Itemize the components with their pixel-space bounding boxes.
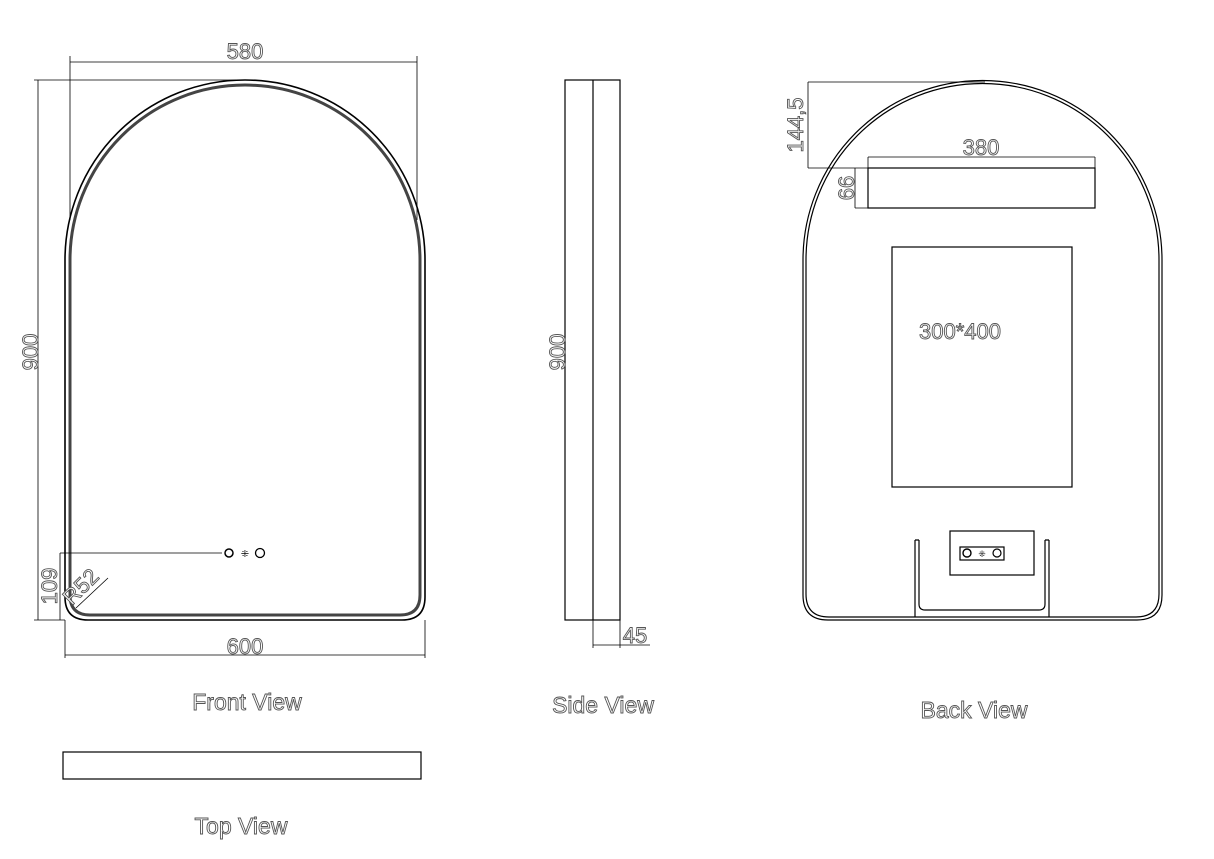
side-view-label: Side View [552,692,654,718]
dim-144-5-label: 144,5 [783,97,808,152]
dim-900-side-label: 900 [545,334,570,371]
back-light-icon [992,548,1002,558]
dim-45 [592,620,650,648]
top-profile [62,751,422,780]
front-frame-outer [64,79,426,621]
top-view: Top View [62,751,422,839]
back-view-label: Back View [921,697,1028,723]
control-strip [959,546,1005,561]
light-button-icon [254,547,266,559]
bracket [914,539,1050,617]
dim-109 [59,552,222,620]
dim-600 [64,620,426,658]
dim-45-label: 45 [623,623,647,648]
side-view: 900 45 Side View [545,79,655,718]
front-view-label: Front View [192,689,302,715]
dim-109-label: 109 [37,568,62,605]
back-panel [891,246,1073,488]
front-frame-inner [68,83,422,617]
dim-580 [69,56,418,220]
defog-icon: ⁜ [241,549,249,560]
sensor-box [867,167,1096,209]
front-view: 580 900 109 R52 600 ⁜ Front View [18,39,426,715]
dim-600-label: 600 [227,634,264,659]
panel-size-label: 300*400 [919,319,1001,344]
power-button-icon [224,548,234,558]
back-power-icon [962,548,972,558]
top-view-label: Top View [195,813,288,839]
dim-900-front-label: 900 [18,334,43,371]
back-outline-outer [802,79,1163,621]
back-defog-icon: ⁜ [978,550,986,560]
dim-66-label: 66 [834,176,859,200]
dim-380 [867,156,1096,168]
back-outline-inner [805,82,1160,618]
control-box [949,530,1035,576]
dim-66 [854,168,868,209]
dim-380-label: 380 [963,135,1000,160]
back-view: 144,5 380 66 300*400 ⁜ Back View [783,79,1163,723]
dim-580-label: 580 [227,39,264,64]
dim-r52-leader [75,577,109,609]
